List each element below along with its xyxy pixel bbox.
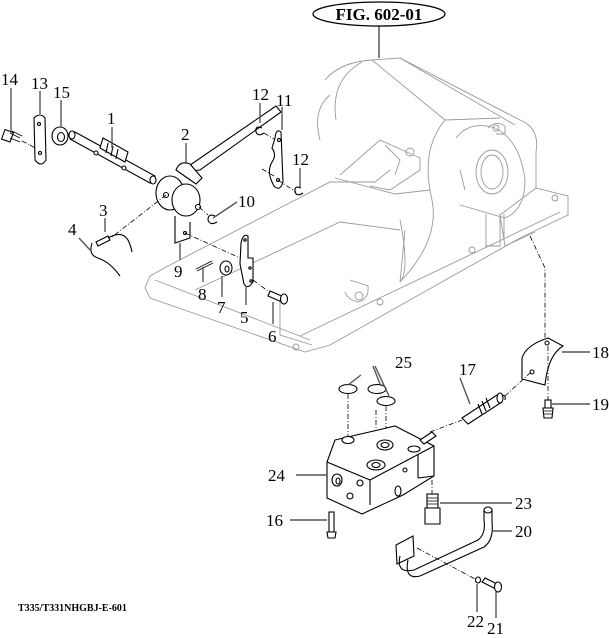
callout-labels: 14 13 15 1 2 3 4 9 8 7 5 6 10 12 11 12 2… — [1, 70, 609, 638]
callout-8: 8 — [198, 285, 207, 304]
figure-label-text: FIG. 602-01 — [336, 5, 423, 24]
callout-17: 17 — [459, 360, 477, 379]
part-15-bushing — [51, 126, 69, 146]
part-17-spool — [461, 392, 506, 425]
callout-2: 2 — [181, 125, 190, 144]
assembly-line-10 — [198, 206, 209, 216]
part-6-pin — [267, 290, 289, 305]
o-ring-2 — [367, 383, 387, 395]
part-16-bolt — [326, 511, 337, 539]
callout-11: 11 — [276, 91, 292, 110]
part-10-clip — [207, 214, 218, 225]
callout-14: 14 — [1, 70, 19, 89]
document-code: T335/T331NHGBJ-E-601 — [18, 603, 127, 614]
assembly-line-3 — [111, 194, 167, 238]
part-12-clip-lower — [294, 186, 304, 196]
part-25-o-rings — [338, 383, 396, 407]
o-ring-1 — [338, 383, 358, 395]
leader-lines — [10, 88, 590, 618]
part-7-washer — [219, 260, 233, 276]
callout-4: 4 — [68, 220, 77, 239]
callout-5: 5 — [240, 308, 249, 327]
callout-1: 1 — [107, 109, 116, 128]
callout-19: 19 — [592, 395, 609, 414]
part-11-link — [268, 130, 284, 189]
part-2-lever — [155, 105, 282, 244]
part-24-valve-block — [326, 425, 437, 515]
callout-13: 13 — [31, 74, 48, 93]
part-8-spring-pin — [195, 260, 214, 272]
callout-12-lower: 12 — [292, 150, 309, 169]
o-ring-3 — [376, 395, 396, 407]
part-3-pin — [95, 233, 133, 253]
part-12-clip-upper — [255, 126, 265, 136]
callout-18: 18 — [592, 343, 609, 362]
part-22-washer — [474, 576, 482, 584]
callout-16: 16 — [266, 511, 283, 530]
assembly-line-18 — [529, 235, 546, 340]
part-5-bracket — [239, 234, 254, 288]
callout-3: 3 — [99, 201, 108, 220]
callout-6: 6 — [268, 327, 277, 346]
callout-12-upper: 12 — [252, 85, 269, 104]
part-20-pipe — [395, 506, 493, 578]
figure-label: FIG. 602-01 — [312, 1, 446, 58]
part-23-fitting — [424, 493, 441, 525]
assembly-line-17 — [429, 371, 532, 433]
callout-20: 20 — [515, 522, 532, 541]
assembly-line-21 — [416, 547, 478, 581]
assembly-line-5 — [184, 232, 269, 292]
part-19-bolt — [542, 399, 554, 419]
part-13-plate — [33, 114, 47, 165]
housing-outline — [144, 57, 569, 353]
assembly-line-11 — [261, 132, 297, 193]
callout-21: 21 — [487, 619, 504, 638]
callout-7: 7 — [217, 298, 226, 317]
part-18-cover — [521, 337, 565, 386]
callout-15: 15 — [53, 83, 70, 102]
callout-9: 9 — [174, 262, 183, 281]
part-14-bolt — [0, 128, 31, 146]
callout-23: 23 — [515, 494, 532, 513]
callout-22: 22 — [467, 612, 484, 631]
part-4-wire — [90, 242, 121, 277]
callout-24: 24 — [268, 466, 286, 485]
part-1-shaft — [68, 130, 157, 185]
assembly-line-14 — [29, 144, 36, 149]
part-21-bolt — [481, 577, 503, 593]
callout-25: 25 — [395, 353, 412, 372]
callout-10: 10 — [238, 192, 255, 211]
